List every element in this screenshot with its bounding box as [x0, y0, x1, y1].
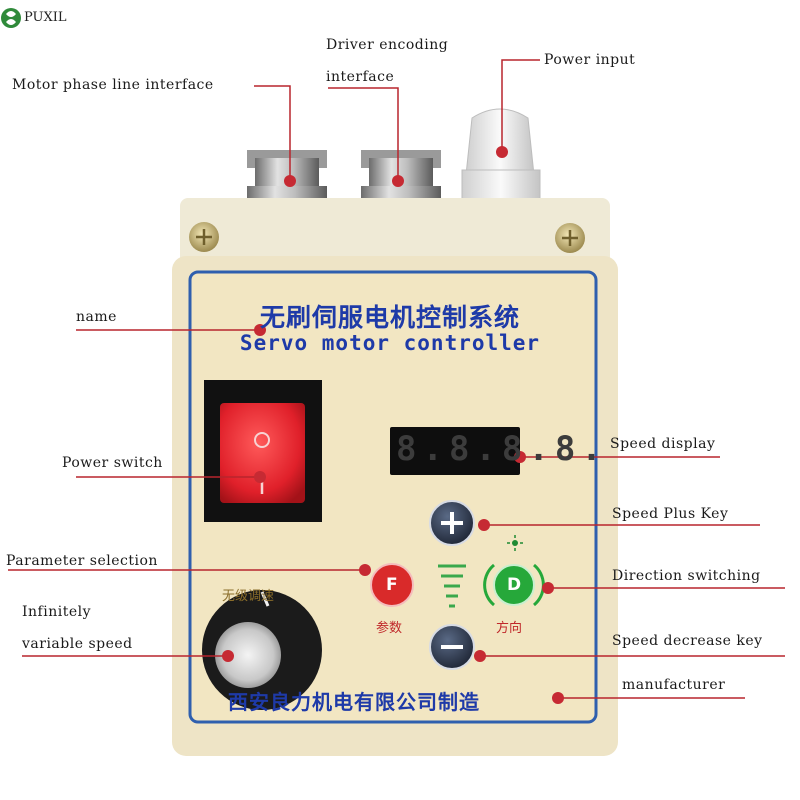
f-key-letter: F [386, 575, 398, 595]
d-key-letter: D [507, 575, 522, 595]
panel-title-cn: 无刷伺服电机控制系统 [259, 303, 520, 332]
callout-speed-plus: Speed Plus Key [612, 506, 729, 522]
power-switch[interactable] [220, 403, 305, 503]
speed-display-digits: 8.8.8.8. [396, 429, 608, 469]
callout-driver-encoding-line1: Driver encoding [326, 37, 449, 53]
callout-power-input: Power input [544, 52, 636, 68]
puxil-logo-icon [1, 8, 21, 28]
speed-display [390, 427, 520, 475]
direction-indicator-rays [507, 535, 523, 551]
callout-power-switch: Power switch [62, 455, 163, 471]
switch-on-icon [254, 432, 270, 448]
driver-encoding-connector [361, 150, 441, 200]
parameter-selection-key[interactable] [370, 563, 414, 607]
speed-level-bars [438, 564, 466, 608]
callout-speed-display: Speed display [610, 436, 716, 452]
screw-right-slot [562, 230, 578, 246]
direction-arc-left-icon [483, 563, 496, 607]
power-input-gland [461, 108, 541, 201]
callout-speed-decrease: Speed decrease key [612, 633, 763, 649]
callout-infinitely-line1: Infinitely [22, 604, 91, 620]
callout-lines [8, 59, 785, 699]
callout-manufacturer: manufacturer [622, 677, 726, 693]
plus-icon [441, 512, 463, 534]
d-key-label: 方向 [496, 621, 523, 636]
callout-parameter-selection: Parameter selection [6, 553, 158, 569]
infinitely-variable-speed-knob[interactable] [215, 622, 281, 688]
f-key-label: 参数 [376, 621, 403, 636]
callout-motor-phase: Motor phase line interface [12, 77, 214, 93]
motor-phase-connector [247, 150, 327, 200]
brand: PUXIL [24, 10, 67, 25]
callout-dots [222, 146, 564, 704]
knob-label: 无级调速 [222, 589, 275, 604]
panel-title-en: Servo motor controller [239, 331, 541, 355]
brand-name: PUXIL [24, 10, 67, 25]
screw-left-slot [196, 229, 212, 245]
manufacturer-text: 西安良力机电有限公司制造 [228, 690, 480, 714]
callout-driver-encoding-line2: interface [326, 69, 395, 85]
knob-pointer-icon [260, 591, 270, 607]
callout-name: name [76, 309, 117, 325]
direction-indicator-icon [512, 540, 518, 546]
callout-infinitely-line2: variable speed [22, 636, 133, 652]
direction-switching-key[interactable] [493, 564, 535, 606]
callout-direction-switching: Direction switching [612, 568, 761, 584]
